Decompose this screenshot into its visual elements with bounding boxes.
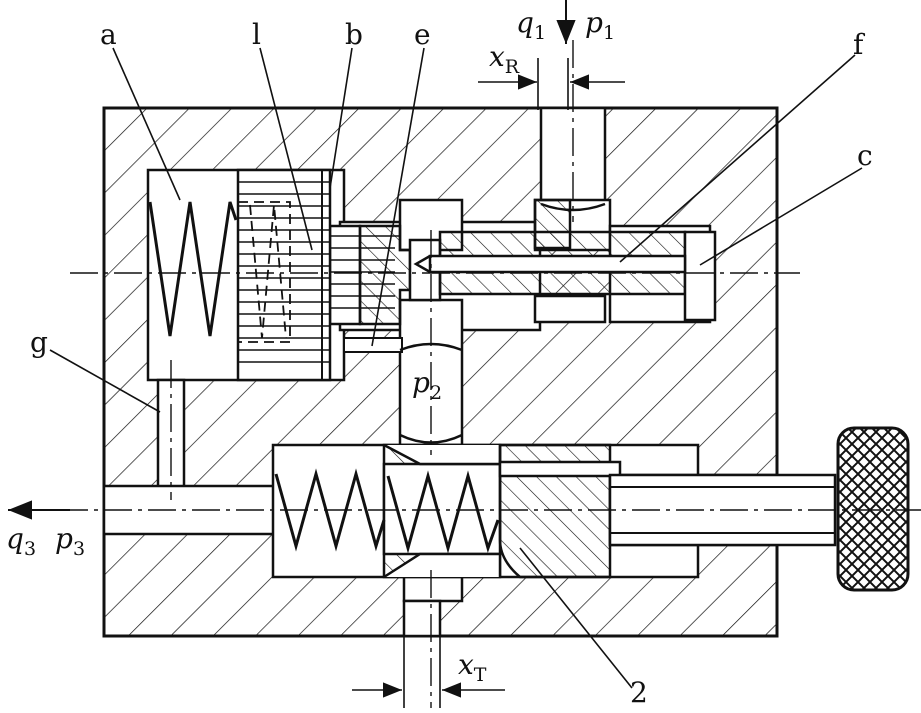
symbol-labels: q1 p1 xR p2 q3 p3 xT <box>6 6 615 686</box>
symbol-xT: xT <box>458 648 487 686</box>
dimension-arrows <box>352 74 625 698</box>
flow-arrows <box>8 0 576 520</box>
symbol-p3: p3 <box>55 522 85 560</box>
label-2: 2 <box>630 676 648 708</box>
symbol-q1: q1 <box>516 6 546 44</box>
leader-lines <box>49 47 863 708</box>
label-c: c <box>857 139 873 172</box>
upper-spool <box>328 198 717 326</box>
label-a: a <box>100 18 117 51</box>
label-g: g <box>30 326 48 359</box>
center-lines <box>60 40 921 708</box>
symbol-p1: p1 <box>585 6 615 44</box>
lower-springs <box>274 468 500 554</box>
left-piston <box>236 168 400 382</box>
spring-a <box>148 201 238 337</box>
label-f: f <box>853 28 866 61</box>
lower-throttle <box>382 443 837 579</box>
label-e: e <box>414 18 431 51</box>
symbol-xR: xR <box>489 40 520 78</box>
adjusting-knob <box>836 426 910 592</box>
part-labels: a l b e f c g 2 <box>30 18 873 709</box>
label-b: b <box>345 18 363 51</box>
symbol-q3: q3 <box>6 522 36 560</box>
label-l: l <box>252 18 261 51</box>
symbol-p2: p2 <box>412 366 442 404</box>
